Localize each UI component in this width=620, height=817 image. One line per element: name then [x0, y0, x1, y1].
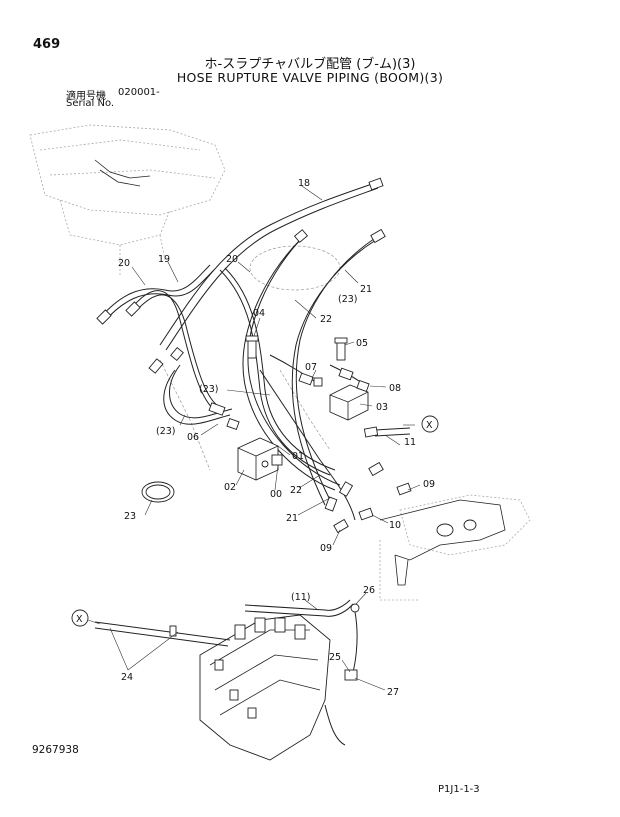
callout-20: 20 — [118, 258, 130, 269]
callout-09: 09 — [423, 479, 435, 490]
page-code: P1J1-1-3 — [438, 784, 480, 795]
title-english: HOSE RUPTURE VALVE PIPING (BOOM)(3) — [176, 70, 444, 85]
serial-label-english: Serial No. — [66, 98, 115, 109]
port-fitting — [463, 519, 477, 531]
callout-21: 21 — [286, 513, 298, 524]
valve-blocks — [141, 335, 370, 503]
callout-18: 18 — [298, 178, 310, 189]
document-number: 9267938 — [32, 744, 79, 756]
connection-marker-x — [71, 609, 89, 627]
callout-23: (23) — [156, 426, 176, 437]
title-japanese: ホ-スラプチャバルブ配管 (ブ-ム)(3) — [204, 57, 416, 72]
page-number: 469 — [33, 37, 61, 52]
callout-06: 06 — [187, 432, 199, 443]
callout-03: 03 — [376, 402, 388, 413]
callout-11: 11 — [404, 437, 416, 448]
machine-body-outline — [29, 124, 226, 275]
mounting-bracket — [379, 494, 531, 601]
hose-fittings — [96, 177, 412, 534]
connection-label-x: X — [426, 420, 433, 431]
callout-01: 01 — [292, 451, 304, 462]
callout-19: 19 — [158, 254, 170, 265]
callout-23: 23 — [124, 511, 136, 522]
connection-label-x: X — [76, 614, 83, 625]
callout-07: 07 — [305, 362, 317, 373]
callout-22: 22 — [290, 485, 302, 496]
callout-09: 09 — [320, 543, 332, 554]
callout-23: (23) — [338, 294, 358, 305]
hose-assembly — [99, 182, 411, 521]
callout-05: 05 — [356, 338, 368, 349]
callout-08: 08 — [389, 383, 401, 394]
callout-10: 10 — [389, 520, 401, 531]
callout-11: (11) — [291, 592, 311, 603]
callout-labels: 18 20 19 20 21 (23) 22 04 05 07 08 (23) … — [76, 178, 435, 698]
callout-21: 21 — [360, 284, 372, 295]
serial-label-japanese: 適用号機 — [66, 91, 106, 102]
port-fitting — [436, 523, 454, 537]
callout-00: 00 — [270, 489, 282, 500]
callout-02: 02 — [224, 482, 236, 493]
serial-value: 020001- — [118, 87, 160, 98]
control-valve — [94, 599, 360, 761]
callout-27: 27 — [387, 687, 399, 698]
connection-marker-x — [421, 415, 439, 433]
callout-24: 24 — [121, 672, 133, 683]
callout-04: 04 — [253, 308, 265, 319]
leader-lines — [87, 185, 421, 691]
callout-25: 25 — [329, 652, 341, 663]
callout-23: (23) — [199, 384, 219, 395]
callout-20: 20 — [226, 254, 238, 265]
callout-26: 26 — [363, 585, 375, 596]
callout-22: 22 — [320, 314, 332, 325]
